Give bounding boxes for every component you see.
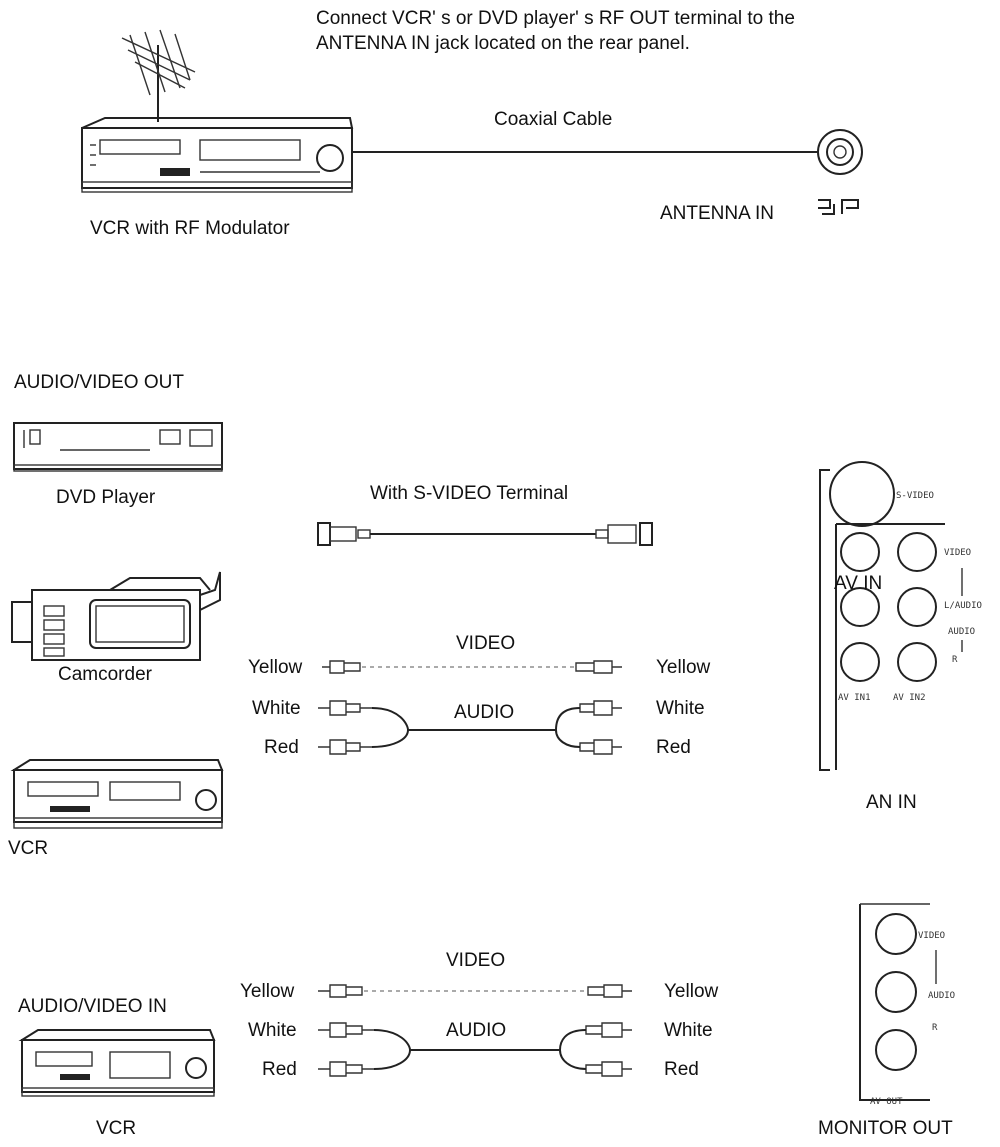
audio-label-out: AUDIO <box>454 702 515 723</box>
right-plug-white-in: White <box>664 1020 713 1041</box>
svg-text:R: R <box>952 655 958 665</box>
av-cable-in <box>318 984 632 1077</box>
left-plug-white: White <box>252 698 301 719</box>
right-plug-red: Red <box>656 737 691 758</box>
av-out-heading: AUDIO/VIDEO OUT <box>14 372 184 393</box>
left-plug-yellow: Yellow <box>248 657 303 678</box>
av-in-panel-caption: AN IN <box>866 792 917 813</box>
antenna-in-jack-icon <box>817 129 863 175</box>
instruction-line-2: ANTENNA IN jack located on the rear pane… <box>316 33 690 54</box>
s-video-label: With S-VIDEO Terminal <box>370 483 569 504</box>
svg-text:AV IN2: AV IN2 <box>893 693 926 703</box>
camcorder-icon <box>11 571 221 661</box>
right-plug-white: White <box>656 698 705 719</box>
svg-text:VIDEO: VIDEO <box>918 931 945 941</box>
vcr-out-label: VCR <box>8 838 49 859</box>
left-plug-yellow-in: Yellow <box>240 981 295 1002</box>
camcorder-label: Camcorder <box>58 664 152 685</box>
av-in-heading: AUDIO/VIDEO IN <box>18 996 167 1017</box>
antenna-icon <box>121 29 196 122</box>
vcr-out-icon <box>10 759 224 829</box>
svg-text:VIDEO: VIDEO <box>944 548 971 558</box>
svg-text:S-VIDEO: S-VIDEO <box>896 491 934 501</box>
instruction-line-1: Connect VCR' s or DVD player' s RF OUT t… <box>316 8 795 29</box>
antenna-symbol-icon <box>818 199 859 215</box>
vcr-rf-modulator-label: VCR with RF Modulator <box>90 218 290 239</box>
monitor-out-caption: MONITOR OUT <box>818 1118 953 1139</box>
right-plug-yellow-in: Yellow <box>664 981 719 1002</box>
left-plug-red: Red <box>264 737 299 758</box>
vcr-rf-modulator-icon <box>81 117 354 193</box>
vcr-in-icon <box>18 1029 216 1097</box>
right-plug-red-in: Red <box>664 1059 699 1080</box>
s-video-cable <box>317 522 653 546</box>
av-cable-out <box>318 660 622 755</box>
av-in-panel: S-VIDEO VIDEO L/AUDIO AUDIO R AV IN1 AV … <box>819 461 982 771</box>
left-plug-white-in: White <box>248 1020 297 1041</box>
vcr-in-label: VCR <box>96 1118 137 1139</box>
video-label-in: VIDEO <box>446 950 506 971</box>
right-plug-yellow: Yellow <box>656 657 711 678</box>
av-in-overlay-label: AV IN <box>834 573 883 594</box>
coaxial-cable-label: Coaxial Cable <box>494 109 613 130</box>
dvd-player-label: DVD Player <box>56 487 156 508</box>
dvd-player-icon <box>13 422 223 472</box>
left-plug-red-in: Red <box>262 1059 297 1080</box>
antenna-in-label: ANTENNA IN <box>660 203 775 224</box>
svg-text:AV IN1: AV IN1 <box>838 693 871 703</box>
monitor-out-panel: VIDEO AUDIO R AV OUT <box>859 903 955 1107</box>
video-label-out: VIDEO <box>456 633 516 654</box>
svg-text:R: R <box>932 1023 938 1033</box>
svg-text:AV OUT: AV OUT <box>870 1097 903 1107</box>
audio-label-in: AUDIO <box>446 1020 507 1041</box>
svg-text:L/AUDIO: L/AUDIO <box>944 601 982 611</box>
svg-text:AUDIO: AUDIO <box>948 627 975 637</box>
svg-text:AUDIO: AUDIO <box>928 991 955 1001</box>
